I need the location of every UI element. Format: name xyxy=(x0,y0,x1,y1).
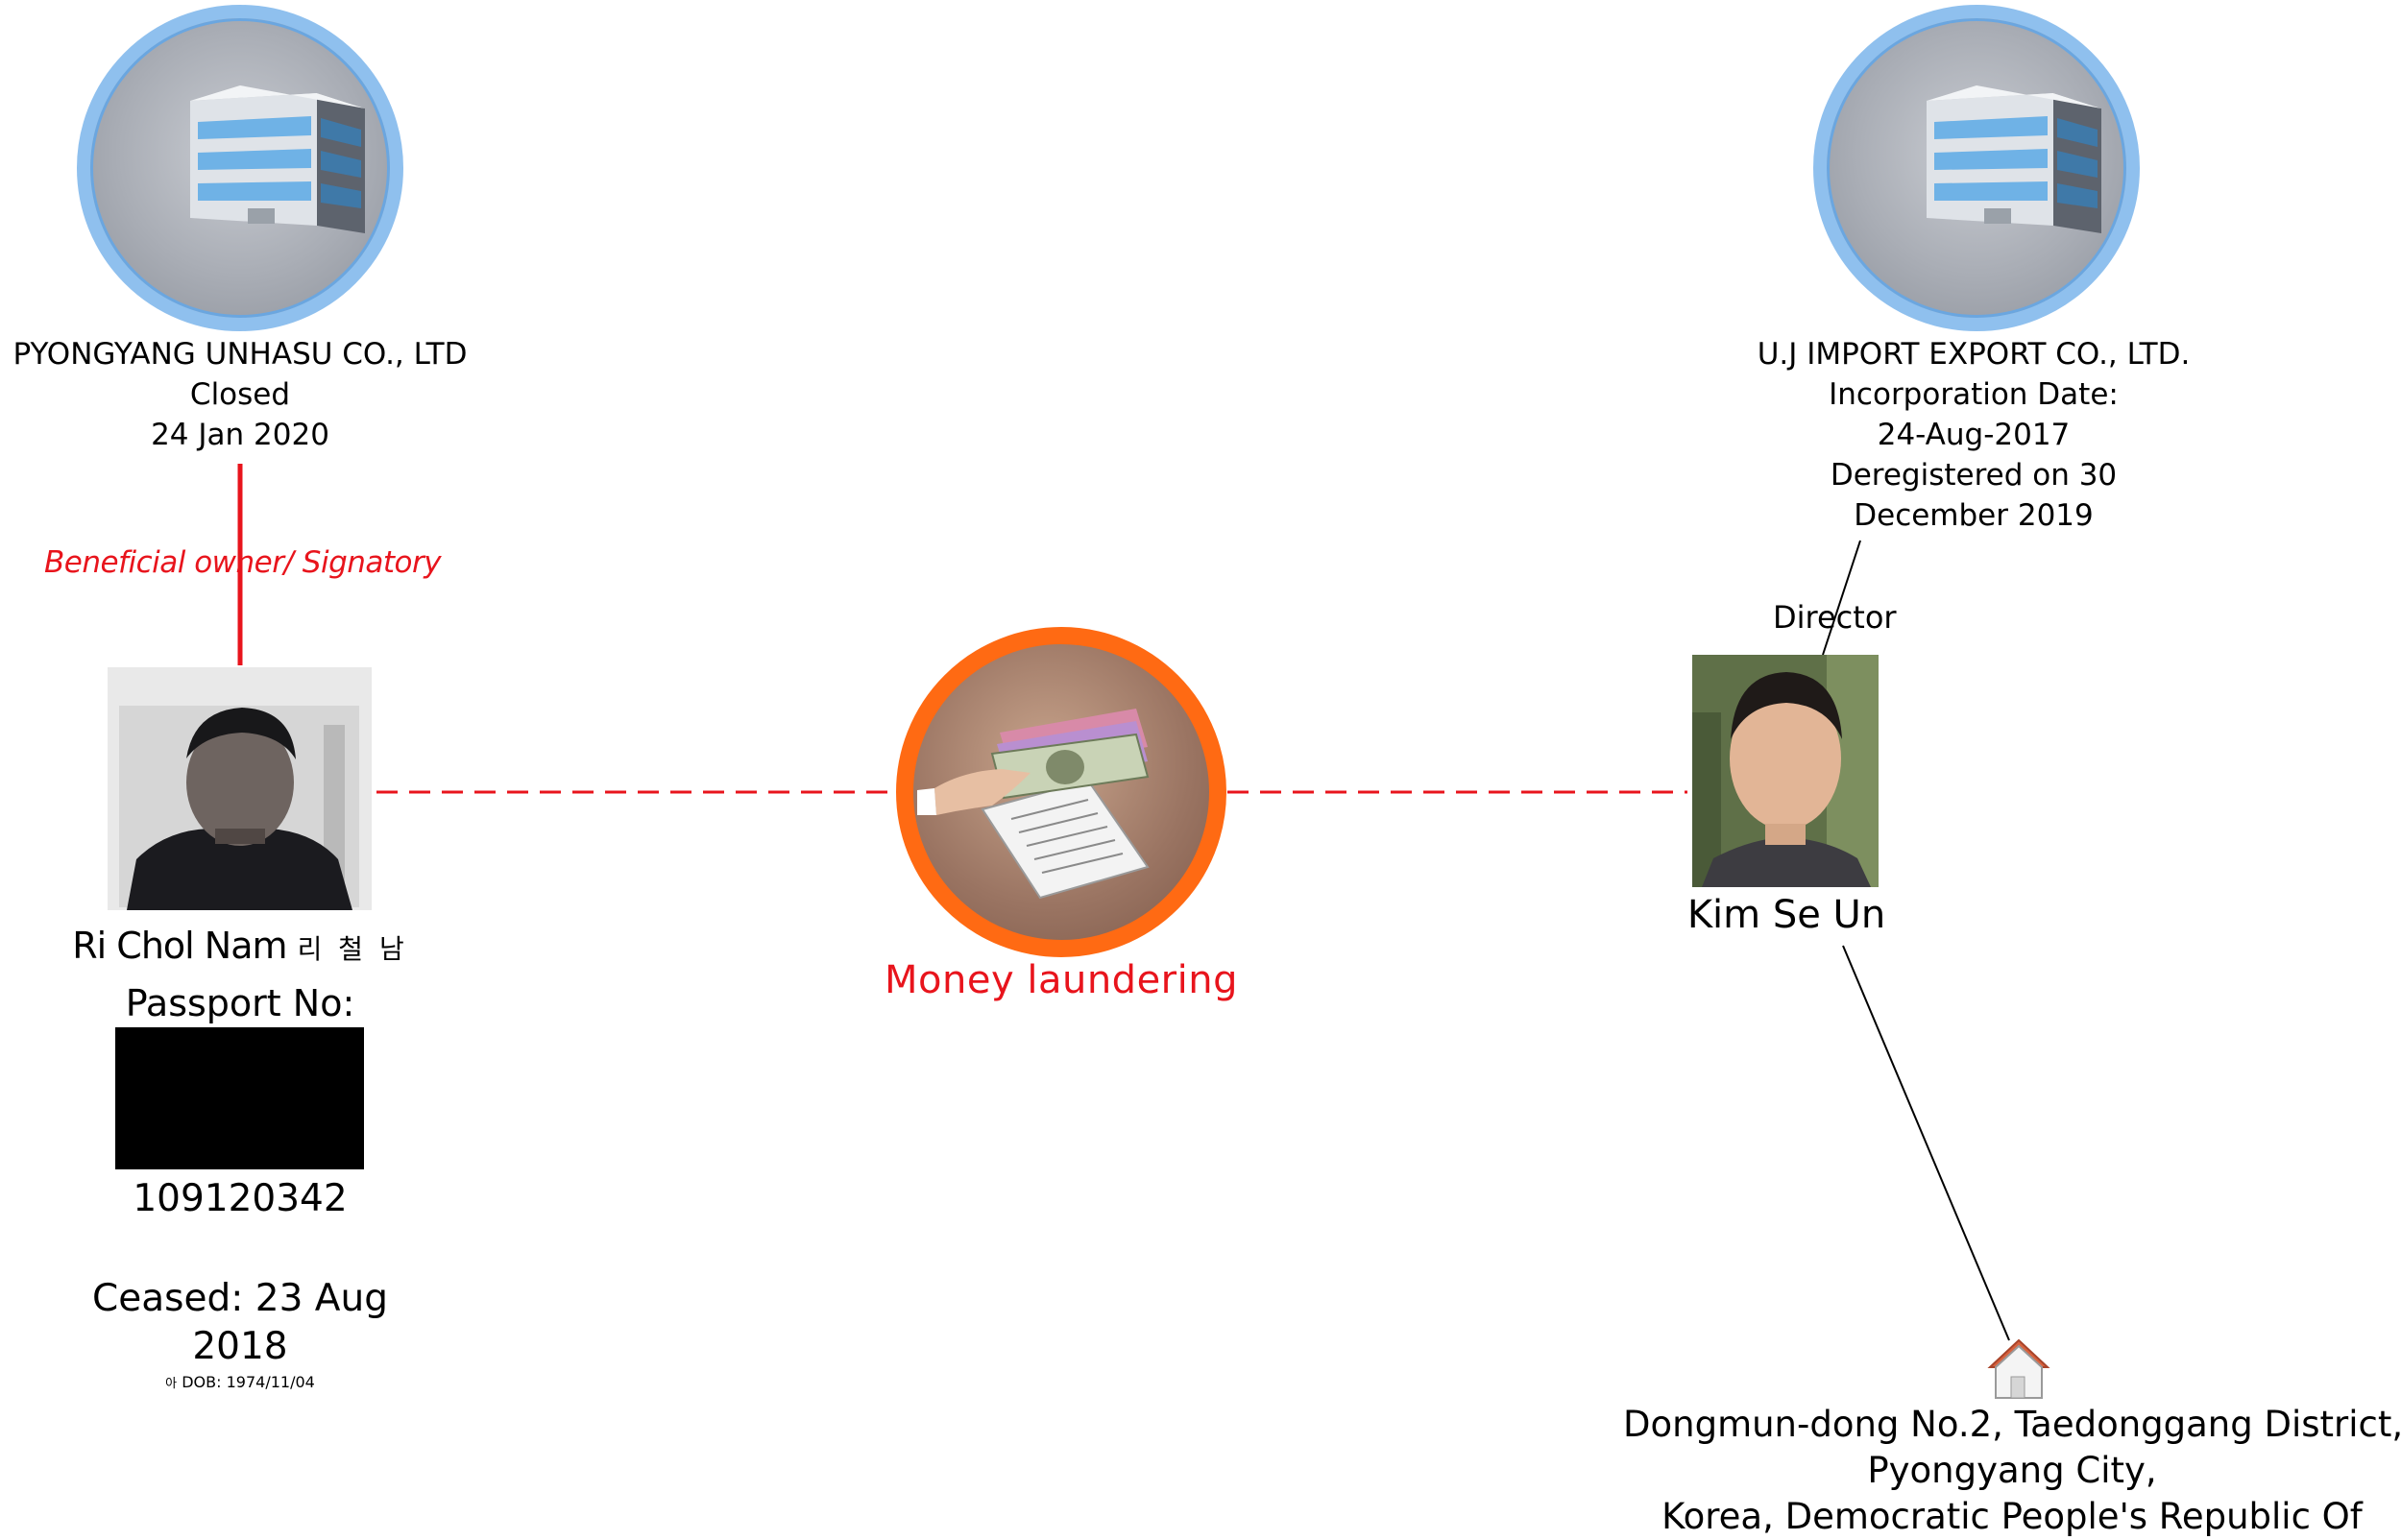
incorporation-date: 24-Aug-2017 xyxy=(1686,415,2262,455)
director-link[interactable] xyxy=(1823,541,1860,655)
person-portrait-icon xyxy=(108,667,372,910)
passport-number: 109120342 xyxy=(48,1176,432,1222)
company-status: Closed xyxy=(0,374,480,415)
deregistered-date: December 2019 xyxy=(1686,495,2262,536)
passport-label: Passport No: xyxy=(38,976,442,1030)
ceased-label: Ceased: 23 Aug 2018 xyxy=(48,1275,432,1371)
dob-prefix: 아 xyxy=(165,1377,177,1391)
dob-value: DOB: 1974/11/04 xyxy=(182,1373,315,1391)
address-line2: Pyongyang City, xyxy=(1623,1448,2401,1494)
incorporation-label: Incorporation Date: xyxy=(1686,374,2262,415)
building-icon xyxy=(1813,5,2140,331)
person-photo-ri[interactable] xyxy=(108,667,372,910)
company-name: PYONGYANG UNHASU CO., LTD xyxy=(0,334,480,374)
company-date: 24 Jan 2020 xyxy=(0,415,480,455)
passport-redaction xyxy=(115,1027,364,1169)
address-line3: Korea, Democratic People's Republic Of xyxy=(1623,1494,2401,1540)
building-icon xyxy=(77,5,403,331)
person-label-kim: Kim Se Un xyxy=(1633,888,1940,942)
dob-label: 아 DOB: 1974/11/04 xyxy=(96,1373,384,1394)
address-line1: Dongmun-dong No.2, Taedonggang District, xyxy=(1623,1402,2401,1448)
company-node-pyongyang[interactable] xyxy=(77,5,403,331)
person-photo-kim[interactable] xyxy=(1692,655,1879,887)
ceased-line1: Ceased: 23 Aug xyxy=(48,1275,432,1323)
company-node-uj[interactable] xyxy=(1813,5,2140,331)
address-node[interactable] xyxy=(1984,1335,2051,1402)
person-name: Ri Chol Nam xyxy=(72,925,286,967)
edge-label-director: Director xyxy=(1773,599,1897,636)
company-name: U.J IMPORT EXPORT CO., LTD. xyxy=(1686,334,2262,374)
money-icon xyxy=(896,627,1226,957)
person-portrait-icon xyxy=(1692,655,1879,887)
person-name-line: Ri Chol Nam 리 철 남 xyxy=(38,919,442,976)
kim-to-address-link[interactable] xyxy=(1843,946,2009,1340)
edge-label-beneficial: Beneficial owner/ Signatory xyxy=(44,545,441,580)
person-label-ri: Ri Chol Nam 리 철 남 Passport No: xyxy=(38,919,442,1030)
company-label-pyongyang: PYONGYANG UNHASU CO., LTD Closed 24 Jan … xyxy=(0,334,480,455)
person-korean-name: 리 철 남 xyxy=(298,933,408,965)
deregistered-line: Deregistered on 30 xyxy=(1686,455,2262,495)
ceased-line2: 2018 xyxy=(48,1323,432,1371)
house-icon xyxy=(1984,1335,2051,1402)
activity-label: Money laundering xyxy=(869,958,1253,1002)
activity-node-money-laundering[interactable] xyxy=(896,627,1226,957)
company-label-uj: U.J IMPORT EXPORT CO., LTD. Incorporatio… xyxy=(1686,334,2262,536)
address-label: Dongmun-dong No.2, Taedonggang District,… xyxy=(1623,1402,2401,1540)
